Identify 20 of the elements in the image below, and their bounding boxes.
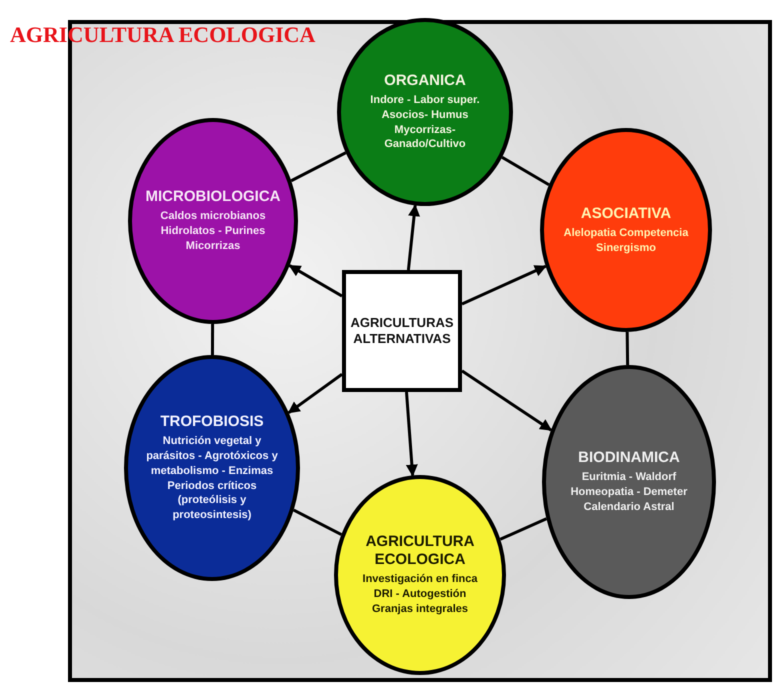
- arrow: [461, 370, 552, 432]
- node-heading: MICROBIOLOGICA: [146, 188, 280, 206]
- connector-line: [626, 332, 630, 366]
- node-heading: BIODINAMICA: [578, 449, 680, 468]
- node-description: Alelopatia Competencia Sinergismo: [562, 226, 690, 256]
- node-heading: TROFOBIOSIS: [160, 412, 264, 431]
- node-heading: ASOCIATIVA: [580, 204, 672, 223]
- node-heading: AGRICULTURA ECOLOGICA: [364, 533, 476, 570]
- node-description: Investigación en finca DRI - Autogestión Granjas integrales: [362, 572, 478, 617]
- node-description: Nutrición vegetal y parásitos - Agrotóxicos y metabolismo - Enzimas Periodos críticos (proteólisis y proteosintesis): [145, 434, 279, 524]
- node-description: Indore - Labor super. Asocios- Humus Mycorrizas- Ganado/Cultivo: [369, 92, 481, 152]
- arrow: [406, 204, 420, 270]
- node-description: Euritmia - Waldorf Homeopatia - Demeter Calendario Astral: [570, 470, 688, 515]
- central-box: [342, 270, 462, 392]
- node-description: Caldos microbianos Hidrolatos - Purines Micorrizas: [159, 209, 267, 254]
- arrow: [288, 373, 343, 414]
- arrow: [405, 392, 418, 477]
- connector-line: [210, 324, 214, 356]
- node-heading: ORGANICA: [384, 72, 466, 90]
- node-heading: AGRICULTURAS ALTERNATIVAS: [350, 315, 454, 347]
